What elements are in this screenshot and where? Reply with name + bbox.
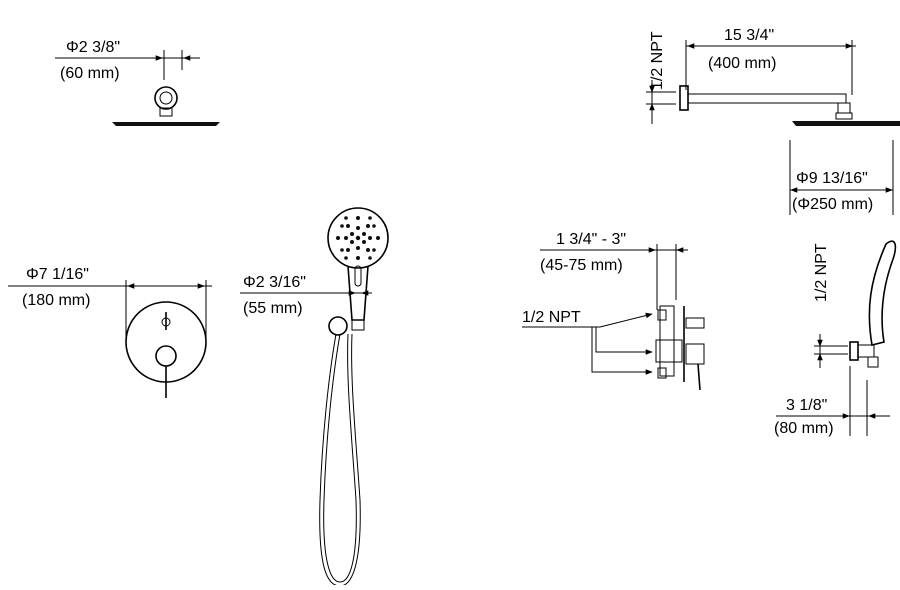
handshower-width-mm-label: (55 mm)	[243, 300, 303, 317]
leader-line	[591, 327, 650, 373]
trim-diameter-in-label: Φ7 1/16"	[26, 266, 89, 283]
holder-thread-label: 1/2 NPT	[813, 243, 830, 302]
arm-length-in-label: 15 3/4"	[724, 27, 774, 44]
head-diameter-mm-label: (Φ250 mm)	[792, 196, 873, 213]
leader-line	[595, 327, 650, 353]
leader-arrow	[599, 312, 653, 328]
holder-flange	[849, 341, 859, 361]
diverter-side	[685, 317, 705, 329]
head-connector	[159, 107, 173, 117]
valve-cartridge	[655, 339, 683, 363]
arm-thread-label: 1/2 NPT	[649, 31, 666, 90]
handshower-connector	[351, 319, 365, 331]
hose-holder	[328, 316, 348, 336]
holder-outlet	[867, 356, 879, 368]
shower-arm	[687, 93, 847, 104]
shower-head-side-view: Φ2 3/8" (60 mm)	[55, 39, 220, 126]
arm-length-mm-label: (400 mm)	[708, 55, 776, 72]
rain-head-plate	[792, 121, 900, 126]
head-top-width-in-label: Φ2 3/8"	[66, 39, 120, 56]
valve-body	[659, 305, 675, 377]
shower-head-plate	[112, 122, 220, 126]
hose-outer	[323, 333, 357, 583]
hand-shower-assembly: Φ2 3/16" (55 mm)	[240, 207, 389, 587]
wall-flange-inner	[159, 91, 173, 105]
trim-diameter-mm-label: (180 mm)	[22, 292, 90, 309]
valve-port-bottom	[657, 367, 667, 379]
handshower-nozzles	[336, 216, 380, 260]
shower-arm-front-view: 1/2 NPT 15 3/4" (400 mm) Φ9 13/16" (Φ250…	[646, 27, 900, 215]
mixer-handle-side	[697, 363, 701, 391]
wall-holder-side-view: 1/2 NPT 3 1/8" (80 mm)	[774, 240, 897, 437]
arm-head-nut	[835, 112, 853, 120]
valve-side-view: 1 3/4" - 3" (45-75 mm) 1/2 NPT	[522, 231, 705, 391]
valve-depth-in-label: 1 3/4" - 3"	[556, 231, 626, 248]
handshower-width-in-label: Φ2 3/16"	[243, 274, 306, 291]
valve-depth-mm-label: (45-75 mm)	[540, 257, 623, 274]
head-top-width-mm-label: (60 mm)	[60, 65, 120, 82]
handshower-button	[354, 265, 362, 287]
mixer-knob	[155, 345, 177, 367]
head-diameter-in-label: Φ9 13/16"	[796, 170, 868, 187]
handshower-side	[868, 240, 897, 346]
arm-head-connector	[837, 102, 851, 114]
arm-flange	[679, 85, 689, 111]
handshower-head	[327, 207, 389, 269]
holder-projection-mm-label: (80 mm)	[774, 420, 834, 437]
trim-plate-front-view: Φ7 1/16" (180 mm)	[8, 266, 212, 398]
valve-thread-label: 1/2 NPT	[522, 309, 581, 326]
valve-port-top	[657, 309, 667, 321]
holder-projection-in-label: 3 1/8"	[786, 397, 827, 414]
wall-flange	[154, 86, 178, 110]
mixer-side	[685, 343, 705, 365]
holder-elbow	[857, 344, 875, 358]
